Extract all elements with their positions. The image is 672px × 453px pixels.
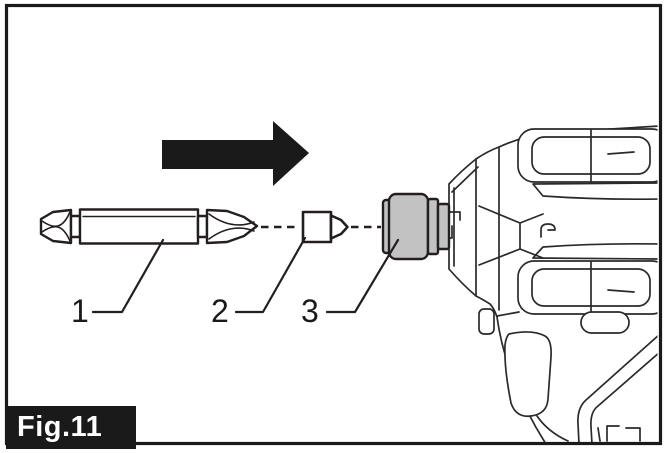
vent-slots <box>597 425 641 442</box>
sleeve-collar <box>436 202 451 251</box>
bit-left-neck <box>69 214 82 239</box>
callout-label-1: 1 <box>71 293 89 329</box>
callout-leader-2 <box>234 236 307 314</box>
bit-right-tip <box>205 208 259 245</box>
handle-front-curve <box>536 415 569 442</box>
double-ended-phillips-bit <box>39 208 259 245</box>
top-bumper-details <box>532 129 658 201</box>
bit-right-neck <box>196 214 209 239</box>
sleeve-step <box>426 197 440 256</box>
figure-label-badge: Fig.11 <box>6 406 136 449</box>
handle-joint-line <box>496 311 520 317</box>
callout-leader-3 <box>325 238 400 314</box>
housing-center-lines <box>478 205 556 266</box>
insertion-direction-arrow-icon <box>162 121 309 186</box>
callout-label-3: 3 <box>301 293 319 329</box>
bit-piece-body <box>301 210 333 244</box>
bit-left-tip-cross-lines <box>41 211 71 242</box>
handle-tab <box>478 308 495 335</box>
bit-piece <box>301 210 349 244</box>
figure-border <box>4 3 663 446</box>
callout-leader-1 <box>91 238 165 314</box>
nose-seam-lines <box>451 146 500 311</box>
figure-label: Fig.11 <box>17 411 103 443</box>
callout-label-2: 2 <box>211 293 229 329</box>
callout-leader-lines <box>91 236 400 314</box>
chuck-sleeve <box>381 192 451 261</box>
sleeve-body <box>387 192 430 261</box>
bottom-bumper-details <box>532 242 658 314</box>
handle-rear-edges <box>577 335 658 442</box>
bit-right-tip-cross-lines <box>208 213 255 240</box>
oval-slot <box>580 311 630 334</box>
trigger <box>504 331 552 418</box>
bit-piece-cone <box>329 214 349 240</box>
bit-shaft <box>78 208 200 245</box>
impact-driver-body <box>445 125 658 442</box>
top-bumper <box>517 128 658 183</box>
